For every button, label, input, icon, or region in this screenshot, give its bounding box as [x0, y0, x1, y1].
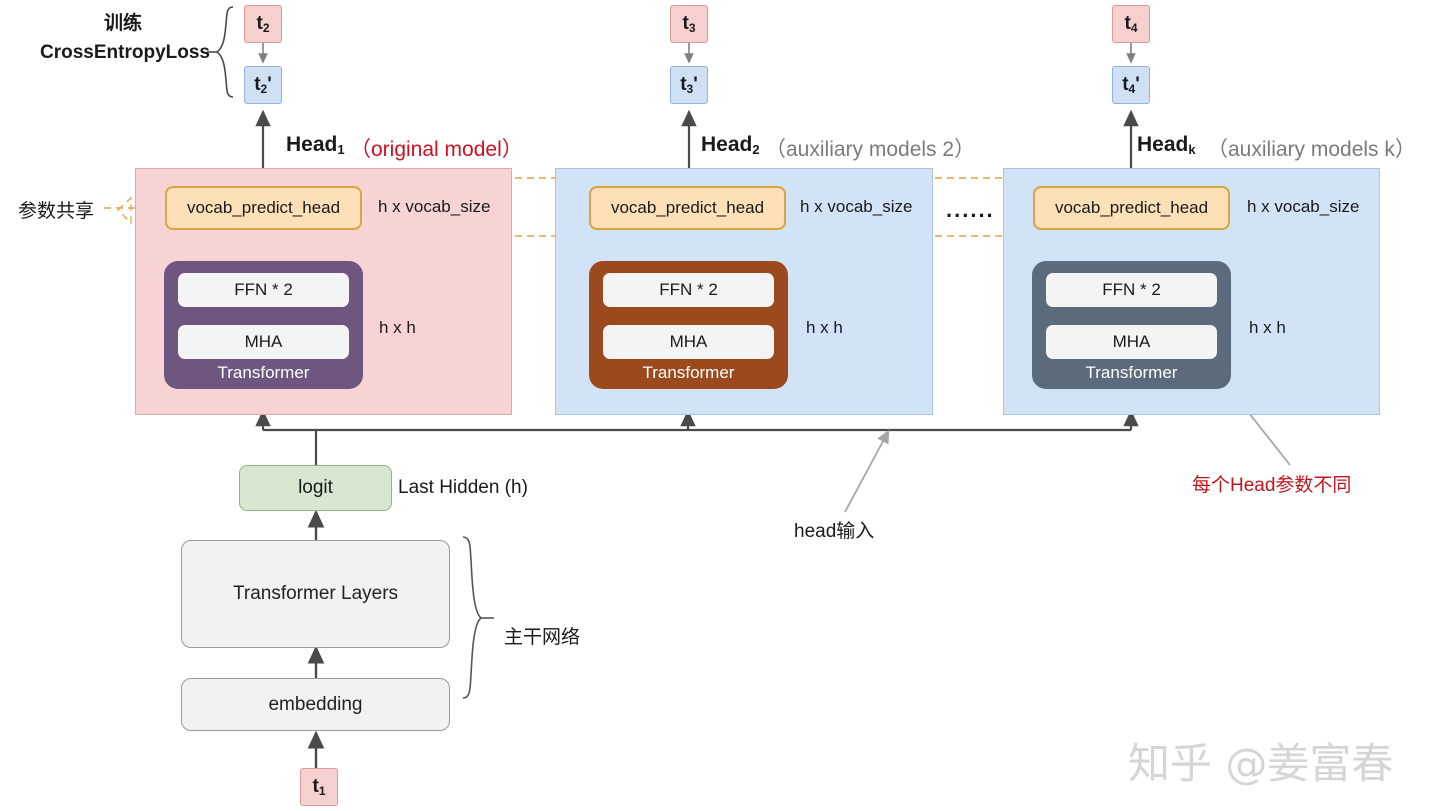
mha-box-2: MHA	[603, 325, 774, 359]
predicted-token-t4p: t4'	[1112, 66, 1150, 104]
transformer-block-1: FFN * 2 MHA Transformer	[164, 261, 363, 389]
param-share-label: 参数共享	[18, 201, 95, 222]
transformer-caption-1: Transformer	[217, 363, 310, 382]
head-title-text: Head	[1137, 133, 1189, 156]
transformer-dim-label-k: h x h	[1249, 318, 1286, 337]
vocab-dim-label-1: h x vocab_size	[378, 197, 491, 216]
head-title-text: Head	[701, 133, 753, 156]
vocab-predict-head-1[interactable]: vocab_predict_head	[165, 186, 362, 230]
head-input-bus	[255, 409, 1139, 465]
token-text: t3	[682, 13, 696, 35]
head-title-1: Head1	[286, 133, 345, 157]
head-annotation-k: （auxiliary models k）	[1207, 138, 1416, 161]
mha-box-k: MHA	[1046, 325, 1217, 359]
target-token-t4: t4	[1112, 5, 1150, 43]
vocab-predict-head-2[interactable]: vocab_predict_head	[589, 186, 786, 230]
training-label: 训练	[104, 13, 143, 34]
head-title-2: Head2	[701, 133, 760, 157]
target-token-t2: t2	[244, 5, 282, 43]
predicted-token-t2p: t2'	[244, 66, 282, 104]
vocab-dim-label-2: h x vocab_size	[800, 197, 913, 216]
token-text: t2'	[254, 74, 272, 96]
head-title-text: Head	[286, 133, 338, 156]
transformer-block-2: FFN * 2 MHA Transformer	[589, 261, 788, 389]
transformer-dim-label-2: h x h	[806, 318, 843, 337]
backbone-label: 主干网络	[504, 627, 581, 648]
head-input-annotation: head输入	[794, 521, 875, 542]
vocab-dim-label-k: h x vocab_size	[1247, 197, 1360, 216]
transformer-dim-label-1: h x h	[379, 318, 416, 337]
token-text: t4'	[1122, 74, 1140, 96]
last-hidden-label: Last Hidden (h)	[398, 477, 528, 498]
ffn-box-2: FFN * 2	[603, 273, 774, 307]
target-token-t3: t3	[670, 5, 708, 43]
backbone-bracket	[462, 536, 494, 699]
token-text: t1	[312, 776, 326, 798]
head-title-k: Headk	[1137, 133, 1196, 157]
head-title-sub: 1	[337, 142, 345, 157]
transformer-caption-k: Transformer	[1085, 363, 1178, 382]
head-annotation-2: （auxiliary models 2）	[765, 138, 976, 161]
predicted-token-t3p: t3'	[670, 66, 708, 104]
loss-label: CrossEntropyLoss	[40, 42, 210, 63]
head-annotation-1: （original model）	[350, 138, 523, 161]
transformer-block-k: FFN * 2 MHA Transformer	[1032, 261, 1231, 389]
token-text: t3'	[680, 74, 698, 96]
token-text: t2	[256, 13, 270, 35]
input-token-t1: t1	[300, 768, 338, 806]
per-head-param-annotation: 每个Head参数不同	[1192, 475, 1352, 496]
loss-bracket	[207, 6, 234, 98]
transformer-layers-box: Transformer Layers	[181, 540, 450, 648]
vocab-predict-head-k[interactable]: vocab_predict_head	[1033, 186, 1230, 230]
head-title-sub: k	[1188, 142, 1196, 157]
heads-ellipsis: ......	[946, 197, 995, 222]
ffn-box-1: FFN * 2	[178, 273, 349, 307]
token-text: t4	[1124, 13, 1138, 35]
embedding-box: embedding	[181, 678, 450, 731]
ffn-box-k: FFN * 2	[1046, 273, 1217, 307]
watermark: 知乎 @姜富春	[1128, 739, 1394, 788]
mha-box-1: MHA	[178, 325, 349, 359]
head-title-sub: 2	[752, 142, 760, 157]
logit-box: logit	[239, 465, 392, 511]
transformer-caption-2: Transformer	[642, 363, 735, 382]
loss-double-arrows	[258, 34, 1136, 64]
